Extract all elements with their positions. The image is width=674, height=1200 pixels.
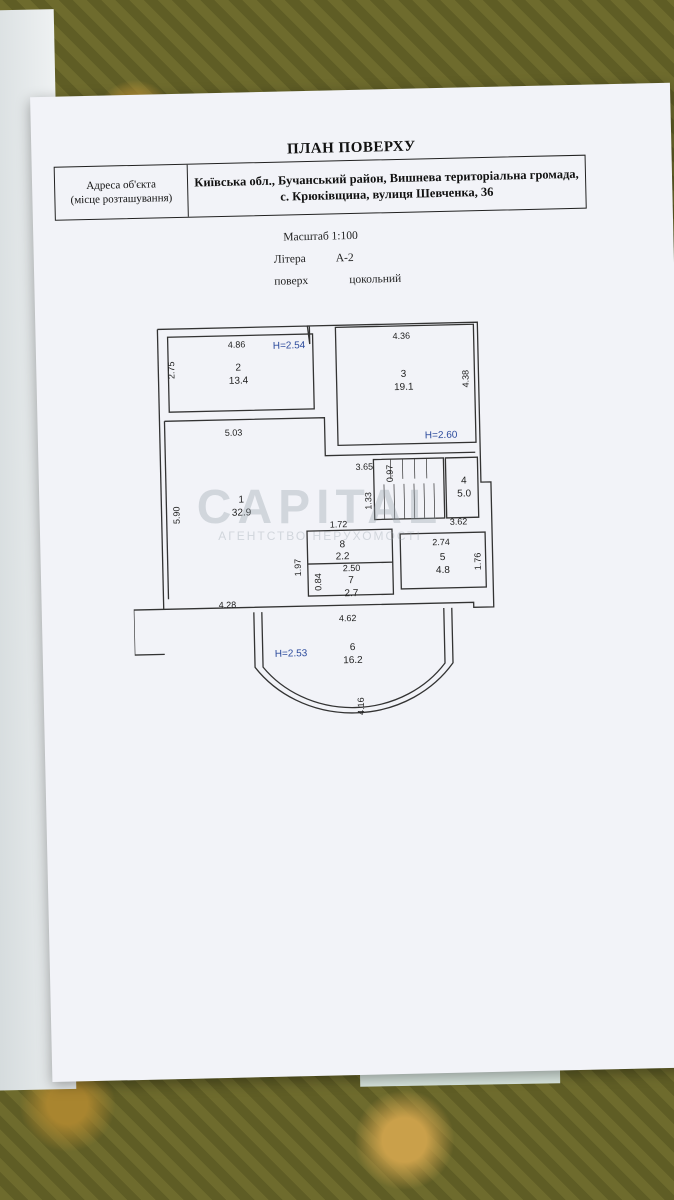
room-8-area: 2.2	[336, 551, 351, 562]
room-4-outline	[444, 456, 480, 519]
letter-value: А-2	[335, 251, 354, 265]
dim-1-97: 1.97	[293, 559, 303, 577]
floor-plan-drawing: 2 13.4 3 19.1 1 32.9 4 5.0 5 4.8 6 16.2 …	[133, 321, 495, 715]
watermark: CAPITAL АГЕНТСТВО НЕРУХОМОСТІ	[150, 480, 490, 543]
dim-1-72: 1.72	[330, 519, 348, 529]
floor-plan-sheet: ПЛАН ПОВЕРХУ Адреса об'єкта (місце розта…	[30, 82, 674, 1083]
room-1-number: 1	[238, 495, 244, 506]
room-3-outline	[334, 323, 477, 447]
room-2-area: 13.4	[229, 375, 249, 386]
dim-4-38: 4.38	[460, 370, 470, 388]
dim-1-33: 1.33	[363, 492, 373, 510]
address-line2: с. Крюківщина, вулиця Шевченка, 36	[280, 184, 494, 204]
dim-0-97: 0.97	[385, 465, 395, 483]
dim-4-62: 4.62	[339, 613, 357, 623]
letter-label: Літера	[273, 253, 306, 266]
watermark-brand: CAPITAL	[196, 481, 444, 534]
address-value: Київська обл., Бучанський район, Вишнева…	[188, 156, 586, 217]
dim-3-62: 3.62	[450, 516, 468, 526]
dim-2-75: 2.75	[166, 361, 176, 379]
room-2-outline	[166, 333, 315, 413]
stairs-steps	[383, 458, 436, 520]
floor-value: цокольний	[349, 272, 402, 287]
dim-2-50: 2.50	[343, 563, 361, 573]
address-label-line2: (місце розташування)	[70, 192, 173, 207]
room-1-outline	[164, 416, 476, 457]
height-room-6: H=2.53	[275, 648, 308, 660]
dim-5-90: 5.90	[171, 506, 181, 524]
room-7-number: 7	[348, 575, 354, 586]
address-label: Адреса об'єкта (місце розташування)	[54, 164, 189, 220]
room-6-number: 6	[350, 642, 356, 653]
watermark-tagline: АГЕНТСТВО НЕРУХОМОСТІ	[218, 529, 422, 543]
dim-5-03: 5.03	[225, 428, 243, 438]
dim-3-65: 3.65	[355, 462, 373, 472]
room-5-area: 4.8	[436, 565, 451, 576]
room-4-area: 5.0	[457, 488, 472, 499]
room-2-number: 2	[235, 363, 241, 374]
dim-4-16: 4.16	[356, 697, 366, 715]
room-6-outline	[253, 607, 454, 714]
room-5-number: 5	[440, 552, 446, 563]
room-6-area: 16.2	[343, 655, 363, 666]
scale-text: Масштаб 1:100	[283, 229, 358, 244]
dim-1-76: 1.76	[473, 553, 483, 571]
height-room-2: H=2.54	[273, 340, 306, 352]
address-table: Адреса об'єкта (місце розташування) Київ…	[53, 154, 587, 221]
outer-wall	[133, 321, 495, 656]
room-3-area: 19.1	[394, 382, 414, 393]
room-3-number: 3	[401, 369, 407, 380]
dim-2-74: 2.74	[432, 537, 450, 547]
dim-4-28: 4.28	[219, 600, 237, 610]
dim-4-86: 4.86	[228, 339, 246, 349]
floor-label: поверх	[274, 274, 309, 288]
room-4-number: 4	[461, 475, 467, 486]
stairs-outline	[372, 457, 446, 521]
left-wall	[156, 329, 165, 610]
room-5-outline	[399, 531, 487, 590]
room-8-number: 8	[339, 539, 345, 550]
room-1-area: 32.9	[232, 507, 252, 518]
room-7-area: 2.7	[344, 588, 359, 599]
dim-0-84: 0.84	[313, 573, 323, 591]
height-room-3: H=2.60	[425, 430, 458, 442]
dim-4-36: 4.36	[392, 331, 410, 341]
